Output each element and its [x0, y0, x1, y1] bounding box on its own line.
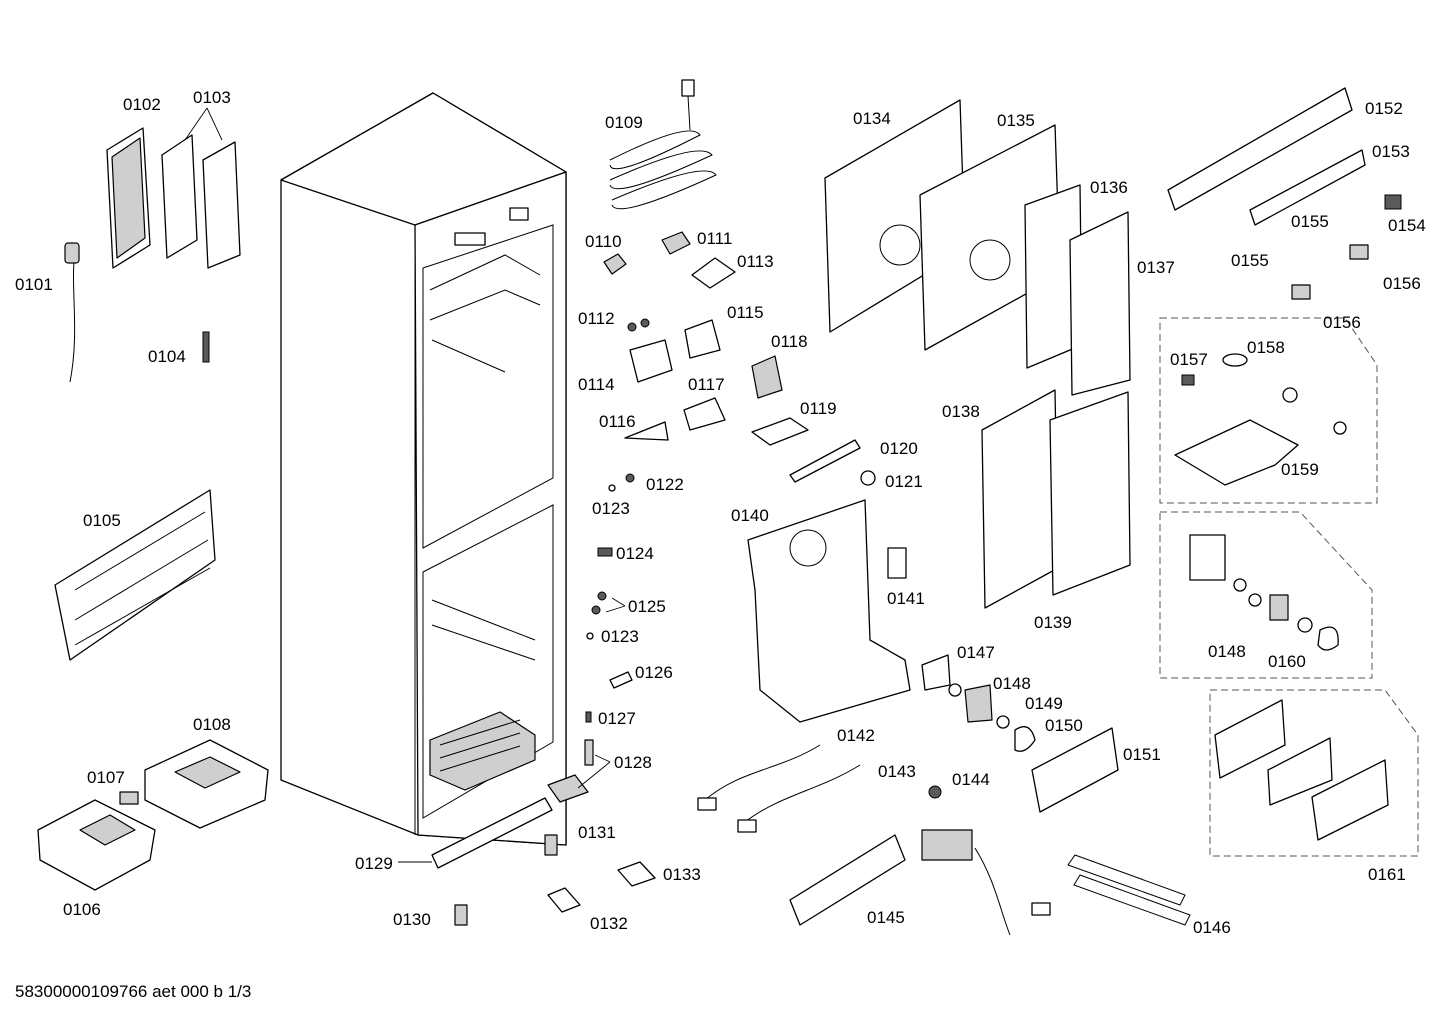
label-0109: 0109 [605, 113, 643, 132]
parts-0110-0121 [547, 231, 876, 803]
group-0157-0159-box [1159, 317, 1378, 504]
label-0161: 0161 [1368, 865, 1406, 884]
label-0156a: 0156 [1383, 274, 1421, 293]
parts-0130-0133 [454, 834, 656, 926]
label-0128: 0128 [614, 753, 652, 772]
label-0121: 0121 [885, 472, 923, 491]
label-0139: 0139 [1034, 613, 1072, 632]
part-0102-cover-plate [106, 127, 151, 269]
label-0136: 0136 [1090, 178, 1128, 197]
part-0137-channel [1069, 211, 1131, 396]
label-0105: 0105 [83, 511, 121, 530]
label-0141: 0141 [887, 589, 925, 608]
label-0159: 0159 [1281, 460, 1319, 479]
label-0119: 0119 [800, 399, 837, 418]
label-0155b: 0155 [1231, 251, 1269, 270]
label-0102: 0102 [123, 95, 161, 114]
label-0156b: 0156 [1323, 313, 1361, 332]
document-footer-id: 58300000109766 aet 000 b 1/3 [15, 982, 251, 1001]
label-0145: 0145 [867, 908, 905, 927]
label-0126: 0126 [635, 663, 673, 682]
label-0123b: 0123 [601, 627, 639, 646]
label-0133: 0133 [663, 865, 701, 884]
label-0103: 0103 [193, 88, 231, 107]
refrigerator-cabinet [280, 92, 567, 846]
label-0147: 0147 [957, 643, 995, 662]
label-0125: 0125 [628, 597, 666, 616]
label-0151: 0151 [1123, 745, 1161, 764]
part-0154-0156-switches [1291, 194, 1402, 300]
label-0129: 0129 [355, 854, 393, 873]
label-0148b: 0148 [1208, 642, 1246, 661]
label-0153: 0153 [1372, 142, 1410, 161]
part-0103-electronics [161, 107, 241, 269]
label-0113: 0113 [737, 252, 774, 271]
label-0132: 0132 [590, 914, 628, 933]
label-0130: 0130 [393, 910, 431, 929]
parts-0147-0151-lamp [921, 654, 1119, 813]
group-0161-box [1209, 689, 1419, 857]
part-0146-heater [1031, 854, 1191, 926]
label-0157: 0157 [1170, 350, 1208, 369]
part-0152-rail [1167, 87, 1353, 211]
label-0122: 0122 [646, 475, 684, 494]
part-0129-hinge-cover [398, 797, 553, 869]
label-0112: 0112 [578, 309, 615, 328]
label-0101: 0101 [15, 275, 53, 294]
label-0146: 0146 [1193, 918, 1231, 937]
label-0148a: 0148 [993, 674, 1031, 693]
part-0145-heater-frame [789, 829, 1011, 936]
part-0105-grille [54, 489, 216, 661]
label-0106: 0106 [63, 900, 101, 919]
label-0120: 0120 [880, 439, 918, 458]
label-0155a: 0155 [1291, 212, 1329, 231]
label-0142: 0142 [837, 726, 875, 745]
label-0140: 0140 [731, 506, 769, 525]
label-0111: 0111 [697, 229, 732, 248]
label-0158: 0158 [1247, 338, 1285, 357]
label-0124: 0124 [616, 544, 654, 563]
label-0134: 0134 [853, 109, 891, 128]
part-0101-power-cord [64, 242, 80, 383]
label-0135: 0135 [997, 111, 1035, 130]
label-0104: 0104 [148, 347, 186, 366]
part-0107-connector [119, 791, 139, 805]
label-0149: 0149 [1025, 694, 1063, 713]
label-0138: 0138 [942, 402, 980, 421]
label-0116: 0116 [599, 412, 636, 431]
part-0106-drip-tray [37, 799, 156, 891]
label-0160: 0160 [1268, 652, 1306, 671]
label-0108: 0108 [193, 715, 231, 734]
part-0104-fuse [202, 331, 210, 363]
label-0154: 0154 [1388, 216, 1426, 235]
label-0115: 0115 [727, 303, 764, 322]
label-0117: 0117 [688, 375, 725, 394]
part-0138-duct [981, 389, 1059, 609]
label-0144: 0144 [952, 770, 990, 789]
part-0139-duct [1049, 391, 1131, 596]
label-0107: 0107 [87, 768, 125, 787]
label-0137: 0137 [1137, 258, 1175, 277]
part-0109-heater [609, 79, 717, 210]
label-0123a: 0123 [592, 499, 630, 518]
label-0131: 0131 [578, 823, 616, 842]
label-0127: 0127 [598, 709, 636, 728]
part-0108-tray [144, 739, 269, 829]
label-0110: 0110 [585, 232, 622, 251]
group-0160-box [1159, 511, 1373, 679]
part-0141-label [887, 547, 907, 579]
label-0118: 0118 [771, 332, 808, 351]
part-0140-housing [747, 499, 911, 723]
part-0153-strip [1249, 149, 1366, 226]
label-0143: 0143 [878, 762, 916, 781]
label-0114: 0114 [578, 375, 615, 394]
parts-0142-0144-sensors [697, 744, 942, 833]
part-labels: 0101 0102 0103 0104 0105 0106 0107 0108 … [15, 88, 1426, 937]
label-0150: 0150 [1045, 716, 1083, 735]
label-0152: 0152 [1365, 99, 1403, 118]
